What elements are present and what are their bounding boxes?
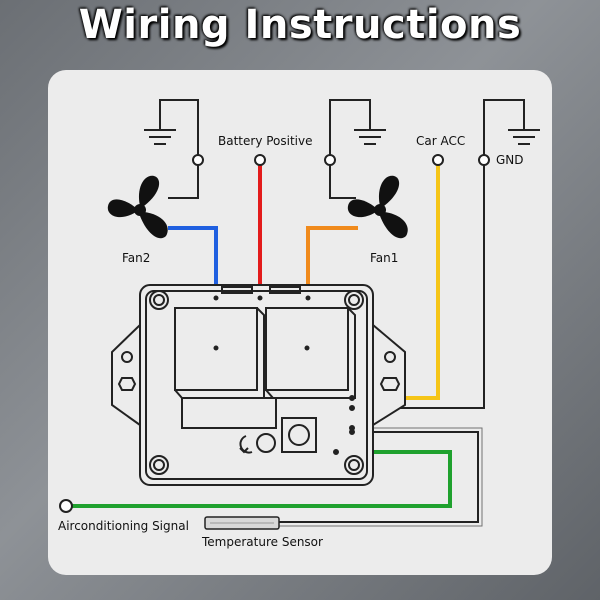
terminal-gnd bbox=[478, 154, 490, 166]
blue-wire bbox=[168, 226, 218, 298]
fan2-icon bbox=[107, 175, 168, 239]
temp-sensor-wire bbox=[278, 431, 479, 523]
fan2-ground-wire bbox=[168, 160, 199, 199]
label-fan2: Fan2 bbox=[122, 251, 150, 265]
terminal-battery-positive bbox=[254, 154, 266, 166]
ground-symbol-right bbox=[483, 99, 540, 160]
controller-box bbox=[111, 284, 406, 486]
label-ac-signal: Airconditioning Signal bbox=[58, 519, 189, 533]
label-battery-positive: Battery Positive bbox=[218, 134, 313, 148]
ground-symbol-middle bbox=[329, 99, 386, 160]
fan1-icon bbox=[347, 175, 408, 239]
label-car-acc: Car ACC bbox=[416, 134, 465, 148]
blue-wire-terminal bbox=[213, 295, 219, 301]
label-temperature-sensor: Temperature Sensor bbox=[201, 535, 323, 549]
terminal-ac-signal bbox=[59, 499, 73, 513]
fan1-ground-wire bbox=[329, 160, 356, 199]
orange-wire bbox=[306, 226, 358, 298]
terminal-car-acc bbox=[432, 154, 444, 166]
page-title: Wiring Instructions bbox=[78, 2, 522, 48]
green-wire bbox=[66, 450, 452, 508]
orange-wire-terminal bbox=[305, 295, 311, 301]
terminal-ground-middle bbox=[324, 154, 336, 166]
temp-sensor-wire-inner bbox=[278, 427, 483, 527]
ground-symbol-left bbox=[144, 99, 199, 160]
label-fan1: Fan1 bbox=[370, 251, 398, 265]
terminal-ground-left bbox=[192, 154, 204, 166]
temperature-sensor-icon bbox=[204, 516, 280, 530]
red-wire-terminal bbox=[257, 295, 263, 301]
label-gnd: GND bbox=[496, 153, 524, 167]
